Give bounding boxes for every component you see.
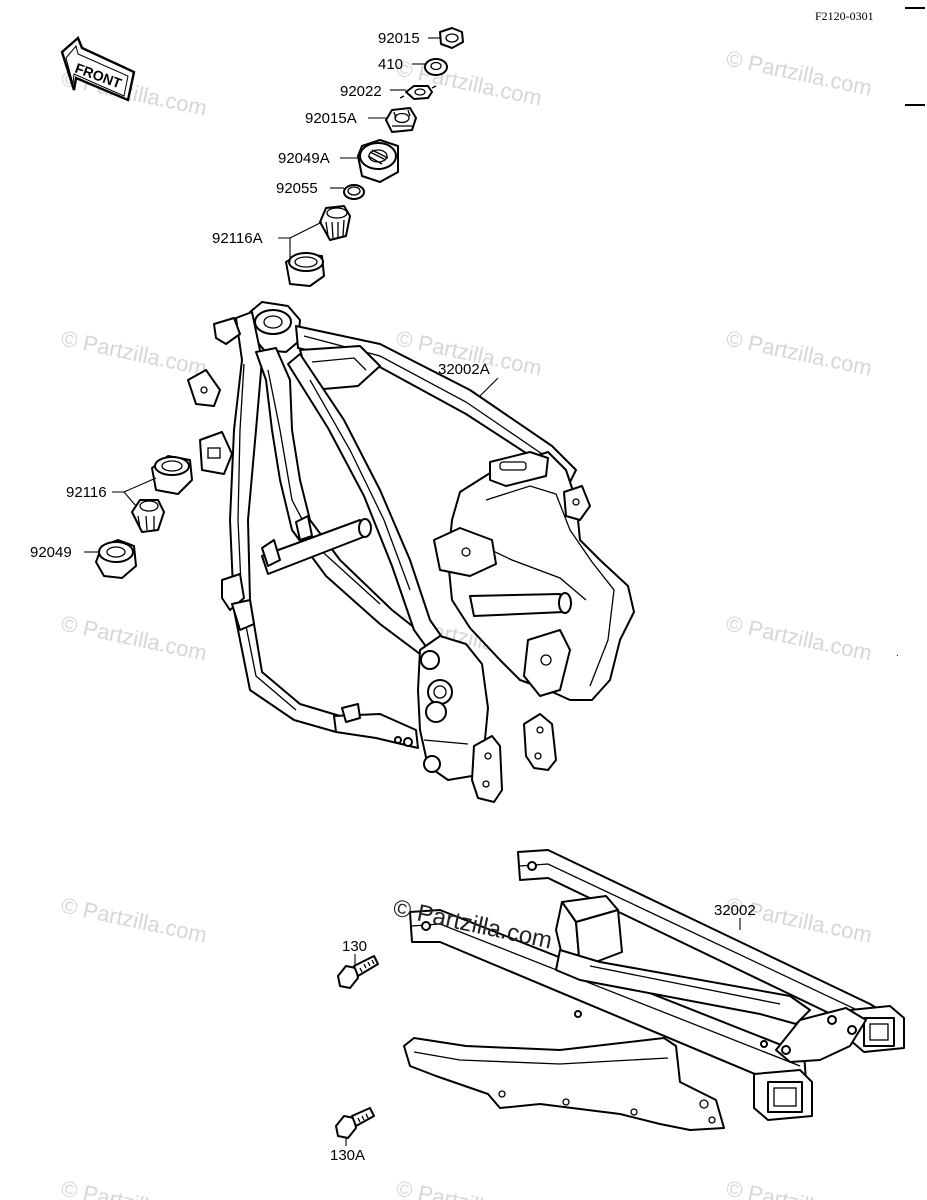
seal-92049A-icon xyxy=(357,139,399,183)
label-92116: 92116 xyxy=(66,484,107,501)
nut-92015-icon xyxy=(439,27,464,49)
watermark: © Partzilla.com xyxy=(59,325,209,380)
label-130: 130 xyxy=(342,938,367,955)
leader-92116A xyxy=(278,221,323,262)
steering-stack: 92015 410 92022 92015A xyxy=(212,27,464,287)
oring-92055-icon xyxy=(343,184,365,200)
washer-410-icon xyxy=(424,58,448,76)
leader-92116 xyxy=(112,477,157,507)
watermark: © Partzilla.com xyxy=(724,610,874,665)
label-130A: 130A xyxy=(330,1147,365,1164)
watermark: © Partzilla.com xyxy=(724,892,874,947)
label-92022: 92022 xyxy=(340,83,382,100)
label-410: 410 xyxy=(378,56,403,73)
seal-92049-icon xyxy=(95,539,137,579)
watermark: © Partzilla.com xyxy=(59,892,209,947)
label-92049: 92049 xyxy=(30,544,72,561)
bolt-130-icon xyxy=(337,955,379,989)
dot-mark: . xyxy=(896,648,899,659)
label-92055: 92055 xyxy=(276,180,318,197)
watermark: © Partzilla.com xyxy=(394,1175,544,1200)
watermark: © Partzilla.com xyxy=(59,610,209,665)
bolt-130A-icon xyxy=(335,1107,375,1139)
label-92116A: 92116A xyxy=(212,230,263,247)
watermark: © Partzilla.com xyxy=(724,1175,874,1200)
bearing-92116-icon xyxy=(131,499,165,533)
watermark: © Partzilla.com xyxy=(724,325,874,380)
label-32002A: 32002A xyxy=(438,361,490,378)
race-92116-icon xyxy=(151,455,193,495)
lockwasher-92022-icon xyxy=(399,85,437,100)
label-92049A: 92049A xyxy=(278,150,330,167)
nut-92015A-icon xyxy=(385,107,417,133)
leader-32002A xyxy=(479,377,499,397)
watermark: © Partzilla.com xyxy=(724,45,874,100)
main-frame-32002A xyxy=(187,301,635,803)
label-92015: 92015 xyxy=(378,30,420,47)
watermark: © Partzilla.com xyxy=(59,1175,209,1200)
label-32002: 32002 xyxy=(714,902,756,919)
label-92015A: 92015A xyxy=(305,110,357,127)
race-92116A-icon xyxy=(285,252,325,287)
bearing-92116A-icon xyxy=(319,205,351,241)
subframe-32002 xyxy=(403,849,905,1131)
diagram-code: F2120-0301 xyxy=(815,9,874,23)
